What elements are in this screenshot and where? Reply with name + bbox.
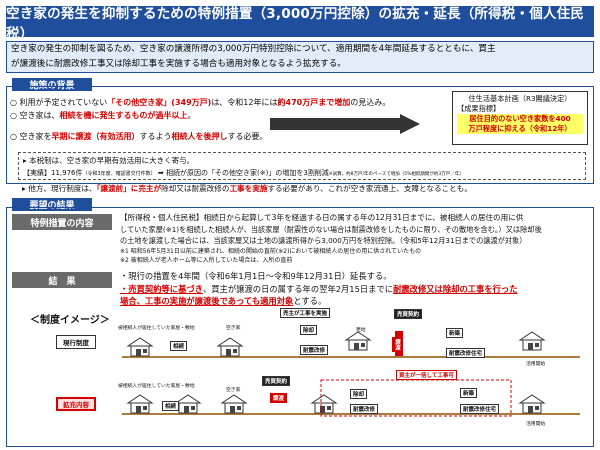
row1-seller-tag: 売主が工事を実施 xyxy=(280,308,331,318)
row1-taishin: 耐震改修 xyxy=(300,345,329,355)
summary-line-1: 空き家の発生の抑制を図るため、空き家の譲渡所得の3,000万円特別控除について、… xyxy=(11,44,496,54)
background-bullet-3: ○ 空き家を早期に譲渡（有効活用）するよう相続人を後押しする必要。 xyxy=(10,132,268,141)
house-icon xyxy=(519,394,545,414)
house-icon xyxy=(221,394,247,414)
house-icon xyxy=(345,331,371,351)
flow-arrow xyxy=(270,114,420,134)
content-line-2: していた家屋(※1)を相続した相続人が、当該家屋（耐震性のない場合は耐震改修をし… xyxy=(120,224,542,234)
note-1: ※1 昭和56年5月31日以前に建築され、相続の開始の直前(※2)において被相続… xyxy=(120,247,422,255)
row2-akiya: 空き家 xyxy=(226,388,241,393)
effect-line-3: ▸ 他方、現行制度は、「譲渡前」に売主が除却又は耐震改修の工事を実施する必要があ… xyxy=(22,184,472,193)
content-line-3: の土地を譲渡した場合には、当該家屋又は土地の譲渡所得から3,000万円を特別控除… xyxy=(120,236,527,245)
row2-buyer-tag: 買主が一括して工事可 xyxy=(396,370,457,380)
diagram-label: ＜制度イメージ＞ xyxy=(30,315,110,326)
row1-joto: 譲渡 xyxy=(392,337,402,352)
house-icon xyxy=(217,337,243,357)
background-bullet-2: ○ 空き家は、相続を機に発生するものが過半以上。 xyxy=(10,111,196,120)
ref-line-4: 万戸程度に抑える（令和12年） xyxy=(457,124,583,134)
effect-line-1: ▸ 本税制は、空き家の早期有効活用に大きく寄与。 xyxy=(23,156,195,165)
row1-akiya: 空き家 xyxy=(226,326,241,331)
result-text: ・現行の措置を4年間（令和6年1月1日〜令和9年12月31日）延長する。 ・売買… xyxy=(120,270,590,308)
row1-contract-tag: 売買契約 xyxy=(394,309,423,319)
house-icon xyxy=(519,331,545,351)
content-text: 【所得税・個人住民税】相続日から起算して3年を経過する日の属する年の12月31日… xyxy=(120,212,590,265)
result-line-1: ・現行の措置を4年間（令和6年1月1日〜令和9年12月31日）延長する。 xyxy=(120,271,392,281)
result-line-3: 場合、工事の実施が譲渡後であっても適用対象とする。 xyxy=(120,296,327,306)
row2-katsuyo: 活用開始 xyxy=(526,422,546,427)
row-label-current: 現行制度 xyxy=(56,335,96,349)
row2-shinchiku: 新築 xyxy=(460,388,478,398)
row1-youchi: 更地 xyxy=(356,328,366,333)
row1-jokyaku: 除却 xyxy=(300,325,318,335)
row1-shinchiku: 新築 xyxy=(446,328,464,338)
summary-box: 空き家の発生の抑制を図るため、空き家の譲渡所得の3,000万円特別控除について、… xyxy=(6,41,594,73)
row2-joto: 譲渡 xyxy=(270,393,288,403)
row1-sozoku: 相続 xyxy=(170,341,188,351)
ref-line-2: 【成果指標】 xyxy=(457,104,501,113)
row2-jokyaku: 除却 xyxy=(350,389,368,399)
result-label: 結 果 xyxy=(12,272,112,288)
page-title: 空き家の発生を抑制するための特例措置（3,000万円控除）の拡充・延長（所得税・… xyxy=(6,6,594,42)
row2-caption: 被相続人が居住していた家屋・敷地 xyxy=(118,384,195,389)
content-line-1: 【所得税・個人住民税】相続日から起算して3年を経過する日の属する年の12月31日… xyxy=(120,213,524,222)
background-bullet-1: ○ 利用が予定されていない「その他空き家」(349万戸)は、令和12年には約47… xyxy=(10,98,391,107)
effect-box: ▸ 本税制は、空き家の早期有効活用に大きく寄与。 【実績】11,976件（令和3… xyxy=(18,152,586,180)
row2-taishinmi: 耐震改修住宅 xyxy=(460,404,500,414)
house-icon xyxy=(127,337,153,357)
row1-taishinmi: 耐震改修住宅 xyxy=(446,348,486,358)
row2-contract-tag: 売買契約 xyxy=(262,376,291,386)
effect-line-2: 【実績】11,976件（令和3年度、確認書交付件数） ➡ 相続が原因の「その他空… xyxy=(23,169,464,177)
plan-reference-box: 住生活基本計画（R3閣議決定） 【成果指標】 居住目的のない空き家数を400 万… xyxy=(452,91,588,145)
ref-line-1: 住生活基本計画（R3閣議決定） xyxy=(468,94,572,103)
note-2: ※2 被相続人が老人ホーム等に入所していた場合は、入所の直前 xyxy=(120,256,293,264)
row2-sozoku: 相続 xyxy=(162,401,180,411)
house-icon xyxy=(127,394,153,414)
row1-katsuyo: 活用開始 xyxy=(526,362,546,367)
row-label-expanded: 拡充内容 xyxy=(56,397,96,411)
result-line-2: ・売買契約等に基づき、買主が譲渡の日の属する年の翌年2月15日までに耐震改修又は… xyxy=(120,283,518,294)
request-box xyxy=(6,207,594,447)
house-icon xyxy=(175,394,201,414)
ref-line-3: 居住目的のない空き家数を400 xyxy=(457,114,583,124)
summary-line-2: が譲渡後に耐震改修工事又は除却工事を実施する場合も適用対象となるよう拡充する。 xyxy=(11,59,346,69)
content-label: 特例措置の内容 xyxy=(12,214,112,230)
row1-caption: 被相続人が居住していた家屋・敷地 xyxy=(118,326,195,331)
house-icon xyxy=(311,394,337,414)
row2-taishin: 耐震改修 xyxy=(350,404,379,414)
background-box xyxy=(6,86,594,184)
